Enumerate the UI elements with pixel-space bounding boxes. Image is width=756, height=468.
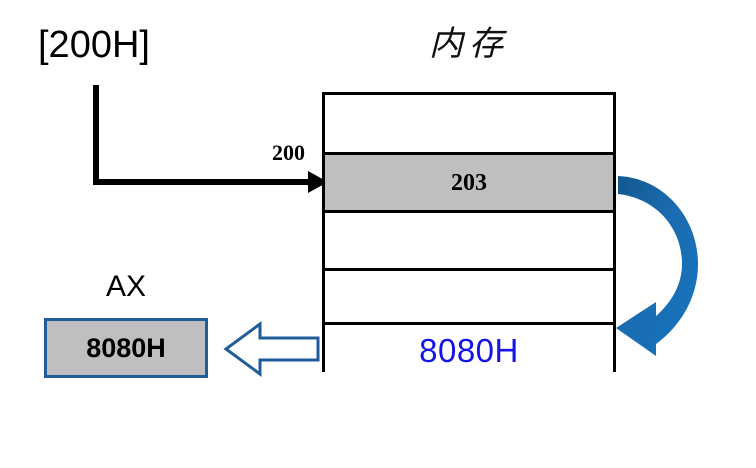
memory-cell-0 <box>325 95 613 155</box>
pointer-expression-label: [200H] <box>38 24 150 66</box>
memory-cell-1: 203 <box>325 155 613 213</box>
memory-title: 内存 <box>429 24 509 64</box>
memory-cell-4-value: 8080H <box>419 331 519 369</box>
memory-cell-4: 8080H <box>325 325 613 375</box>
elbow-arrow-icon <box>93 85 328 193</box>
register-value-ax: 8080H <box>86 332 166 363</box>
memory-cell-3 <box>325 271 613 325</box>
memory-table: 203 8080H <box>322 92 616 375</box>
memory-cell-1-value: 203 <box>451 169 487 196</box>
register-label-ax: AX <box>105 270 147 303</box>
register-box-ax: 8080H <box>44 318 208 378</box>
curved-arrow-icon <box>616 176 698 356</box>
memory-cell-2 <box>325 213 613 271</box>
address-tick-label: 200 <box>272 140 305 165</box>
block-arrow-left-icon <box>223 321 320 377</box>
